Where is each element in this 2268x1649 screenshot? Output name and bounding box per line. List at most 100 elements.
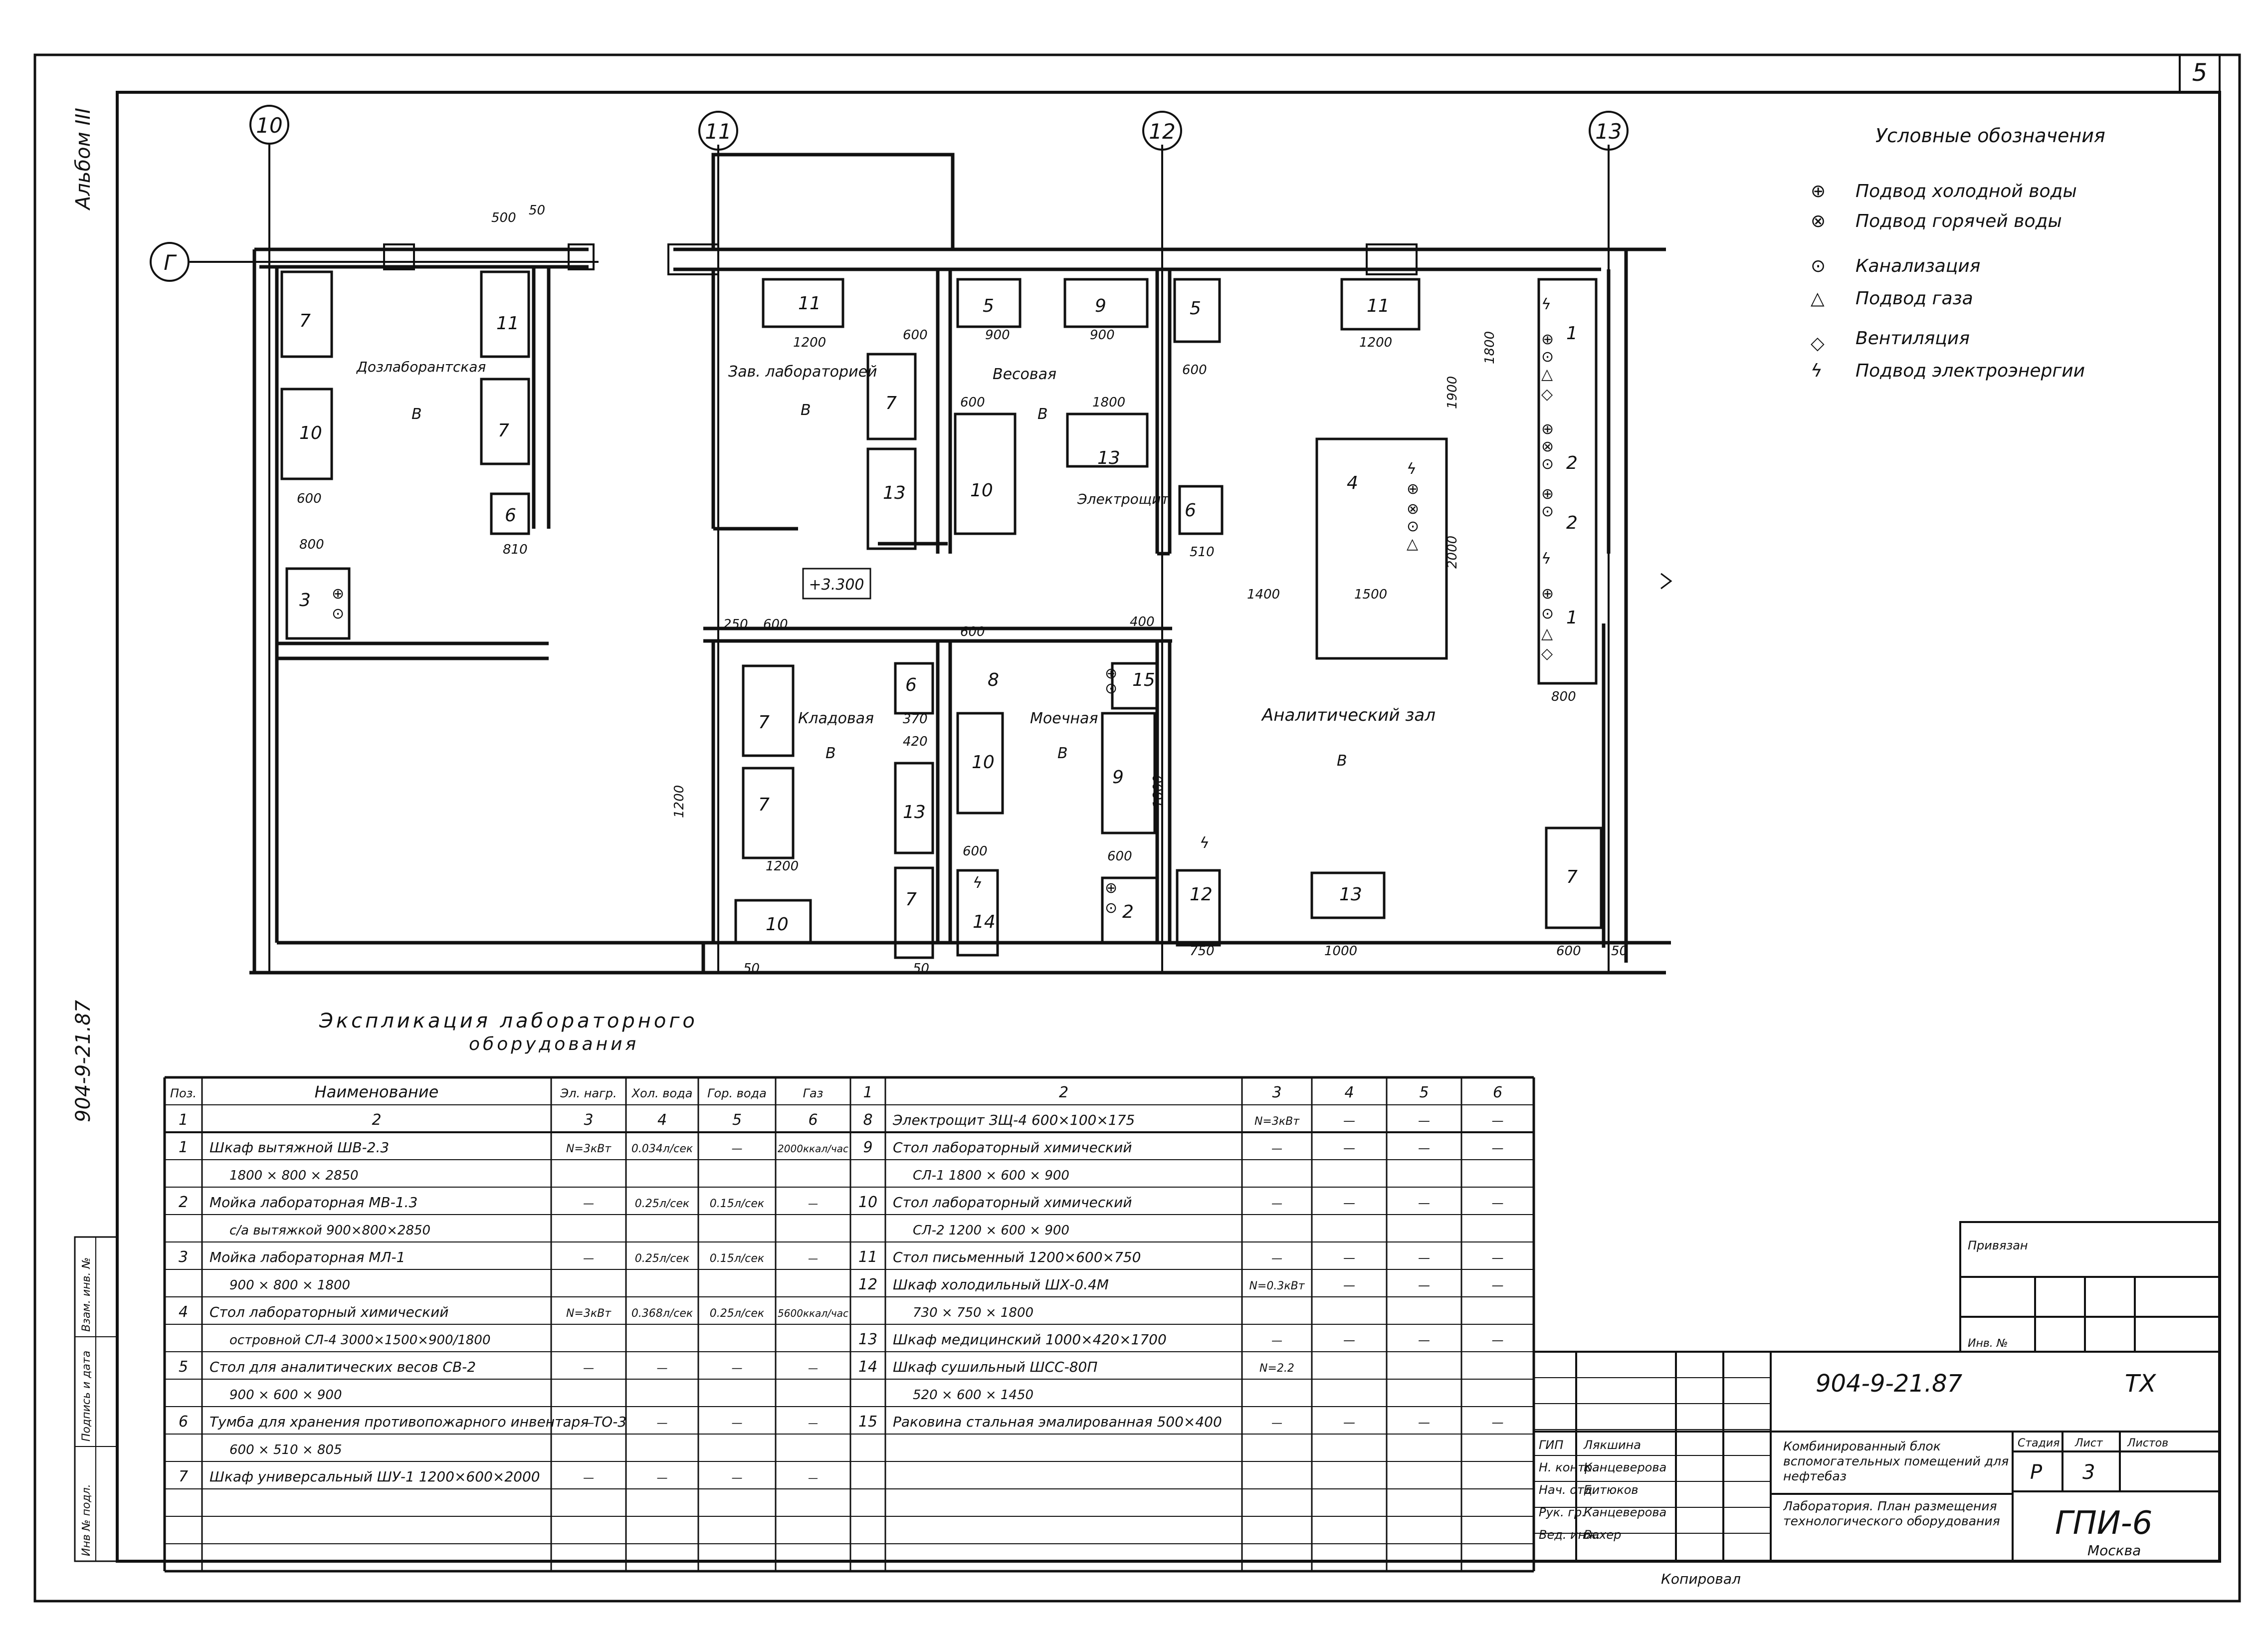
spec-right-pos: 12 [858, 1276, 877, 1293]
spec-right-c4: — [1343, 1251, 1355, 1265]
spec-left-el: N=3кВт [566, 1143, 612, 1155]
svg-text:⊕: ⊕ [1541, 331, 1554, 348]
spec-rhead-1: 2 [1059, 1084, 1068, 1101]
dim-800b: 800 [1551, 689, 1576, 704]
spec-right-c4: — [1343, 1333, 1355, 1347]
room-analit: Аналитический зал [1261, 705, 1436, 725]
spec-right-name: Раковина стальная эмалированная 500×400 [893, 1414, 1222, 1430]
item-7f: 7 [905, 889, 917, 910]
legend-label-power: Подвод электроэнергии [1856, 361, 2085, 381]
spec-head-1: Наименование [315, 1082, 439, 1101]
svg-text:⊕: ⊕ [1105, 879, 1117, 897]
room-labels: Дозлаборантская Зав. лабораторией Весова… [356, 359, 1436, 770]
dim-1800v2: 1800 [1151, 775, 1166, 808]
svg-text:△: △ [1541, 366, 1553, 383]
spec-headnum-3: 4 [657, 1111, 667, 1129]
axis-grid [190, 145, 1610, 973]
spec-left-hot: — [732, 1143, 743, 1155]
item-6: 6 [505, 505, 516, 526]
tb-person: Канцеверова [1584, 1505, 1666, 1519]
item-7: 7 [299, 311, 311, 331]
side-code: 904-9-21.87 [72, 1000, 95, 1122]
tb-person: Вахер [1584, 1528, 1621, 1542]
spec-left-el: N=3кВт [566, 1307, 612, 1320]
spec-right-c4: — [1343, 1416, 1355, 1430]
room-dozlab: Дозлаборантская [356, 359, 486, 375]
dim-1400: 1400 [1247, 587, 1280, 602]
svg-text:⊙: ⊙ [1105, 680, 1117, 697]
tb-mark: ТХ [2125, 1370, 2156, 1398]
tb-person: Битюков [1584, 1483, 1639, 1497]
spec-right-pos: 9 [863, 1139, 872, 1156]
vent-2: В [801, 402, 811, 419]
spec-left-pos: 3 [179, 1248, 188, 1266]
spec-right-name: Стол лабораторный химический [893, 1194, 1132, 1211]
spec-left-size: островной СЛ-4 3000×1500×900/1800 [229, 1333, 491, 1348]
spec-left-pos: 2 [179, 1194, 188, 1211]
spec-right-pos: 8 [863, 1111, 872, 1129]
legend-sym-sewer: ⊙ [1811, 256, 1826, 276]
spec-title-1: Экспликация лабораторного [319, 1010, 698, 1032]
tb-person: Канцеверова [1584, 1460, 1666, 1474]
spec-headnum-1: 2 [372, 1111, 381, 1129]
spec-right-c4: — [1343, 1278, 1355, 1292]
item-15: 15 [1132, 670, 1155, 690]
spec-left-el: — [583, 1472, 594, 1484]
spec-left-name: Мойка лабораторная МЛ-1 [209, 1249, 405, 1265]
spec-left-gas: — [808, 1472, 818, 1484]
spec-right-name: Электрощит ЗЩ-4 600×100×175 [892, 1112, 1135, 1128]
dim-600a: 600 [297, 491, 322, 506]
item-14: 14 [973, 912, 996, 932]
item-2: 2 [1566, 453, 1578, 473]
item-7c: 7 [885, 393, 897, 413]
spec-left-name: Мойка лабораторная МВ-1.3 [209, 1194, 417, 1211]
spec-left-gas: 2000ккал/час [778, 1143, 848, 1155]
spec-rhead-5: 6 [1493, 1084, 1502, 1101]
dim-370: 370 [903, 712, 928, 727]
svg-text:⊕: ⊕ [1541, 420, 1554, 438]
spec-right-size: 520 × 600 × 1450 [913, 1388, 1033, 1403]
spec-right-c5: — [1418, 1196, 1430, 1210]
spec-headnum-4: 5 [732, 1111, 742, 1129]
axis-bubbles: 10 11 12 13 Г [150, 105, 1629, 282]
item-13: 13 [883, 483, 906, 503]
legend-label-sewer: Канализация [1856, 256, 1980, 276]
spec-right-c6: — [1492, 1278, 1504, 1292]
spec-left-size: 900 × 800 × 1800 [229, 1278, 350, 1293]
dim-900a: 900 [985, 328, 1010, 343]
dim-50b: 50 [1611, 944, 1628, 959]
svg-text:ϟ: ϟ [1200, 834, 1210, 852]
legend-label-gas: Подвод газа [1856, 288, 1973, 309]
axis-13: 13 [1595, 119, 1622, 144]
spec-head-0: Поз. [170, 1086, 197, 1100]
dim-500: 500 [491, 210, 516, 225]
item-10: 10 [299, 423, 322, 443]
spec-left-name: Стол лабораторный химический [209, 1304, 448, 1320]
spec-right-c4: — [1343, 1196, 1355, 1210]
spec-right-c5: — [1418, 1114, 1430, 1128]
dim-1200c: 1200 [766, 859, 799, 874]
svg-text:⊙: ⊙ [1407, 518, 1419, 535]
legend-label-cold: Подвод холодной воды [1856, 181, 2077, 202]
spec-right-pos: 15 [858, 1413, 877, 1431]
svg-text:⊗: ⊗ [1407, 500, 1419, 518]
tb-code: 904-9-21.87 [1816, 1370, 1963, 1398]
spec-left-cold: — [657, 1362, 668, 1375]
item-4: 4 [1347, 473, 1358, 493]
legend-sym-gas: △ [1811, 288, 1825, 309]
title-block: Привязан Инв. № 904-9-21.87 ТХ Комбиниро… [1533, 1221, 2221, 1587]
dimensions: 500 50 800 600 810 1200 600 900 900 1800… [297, 203, 1628, 976]
svg-text:ϟ: ϟ [1407, 460, 1417, 478]
dim-50d: 50 [913, 961, 929, 976]
svg-text:△: △ [1407, 535, 1418, 553]
spec-left-cold: — [657, 1472, 668, 1484]
room-zav: Зав. лабораторией [728, 363, 877, 381]
spec-rhead-4: 5 [1419, 1084, 1429, 1101]
tb-sheetname: Лаборатория. План размещения технологиче… [1783, 1499, 2000, 1528]
spec-head-4: Гор. вода [707, 1086, 767, 1100]
svg-text:⊕: ⊕ [332, 585, 344, 603]
spec-left-size: 1800 × 800 × 2850 [229, 1168, 359, 1183]
spec-right-c6: — [1492, 1416, 1504, 1430]
spec-rhead-3: 4 [1344, 1084, 1354, 1101]
spec-left-pos: 4 [179, 1303, 188, 1321]
